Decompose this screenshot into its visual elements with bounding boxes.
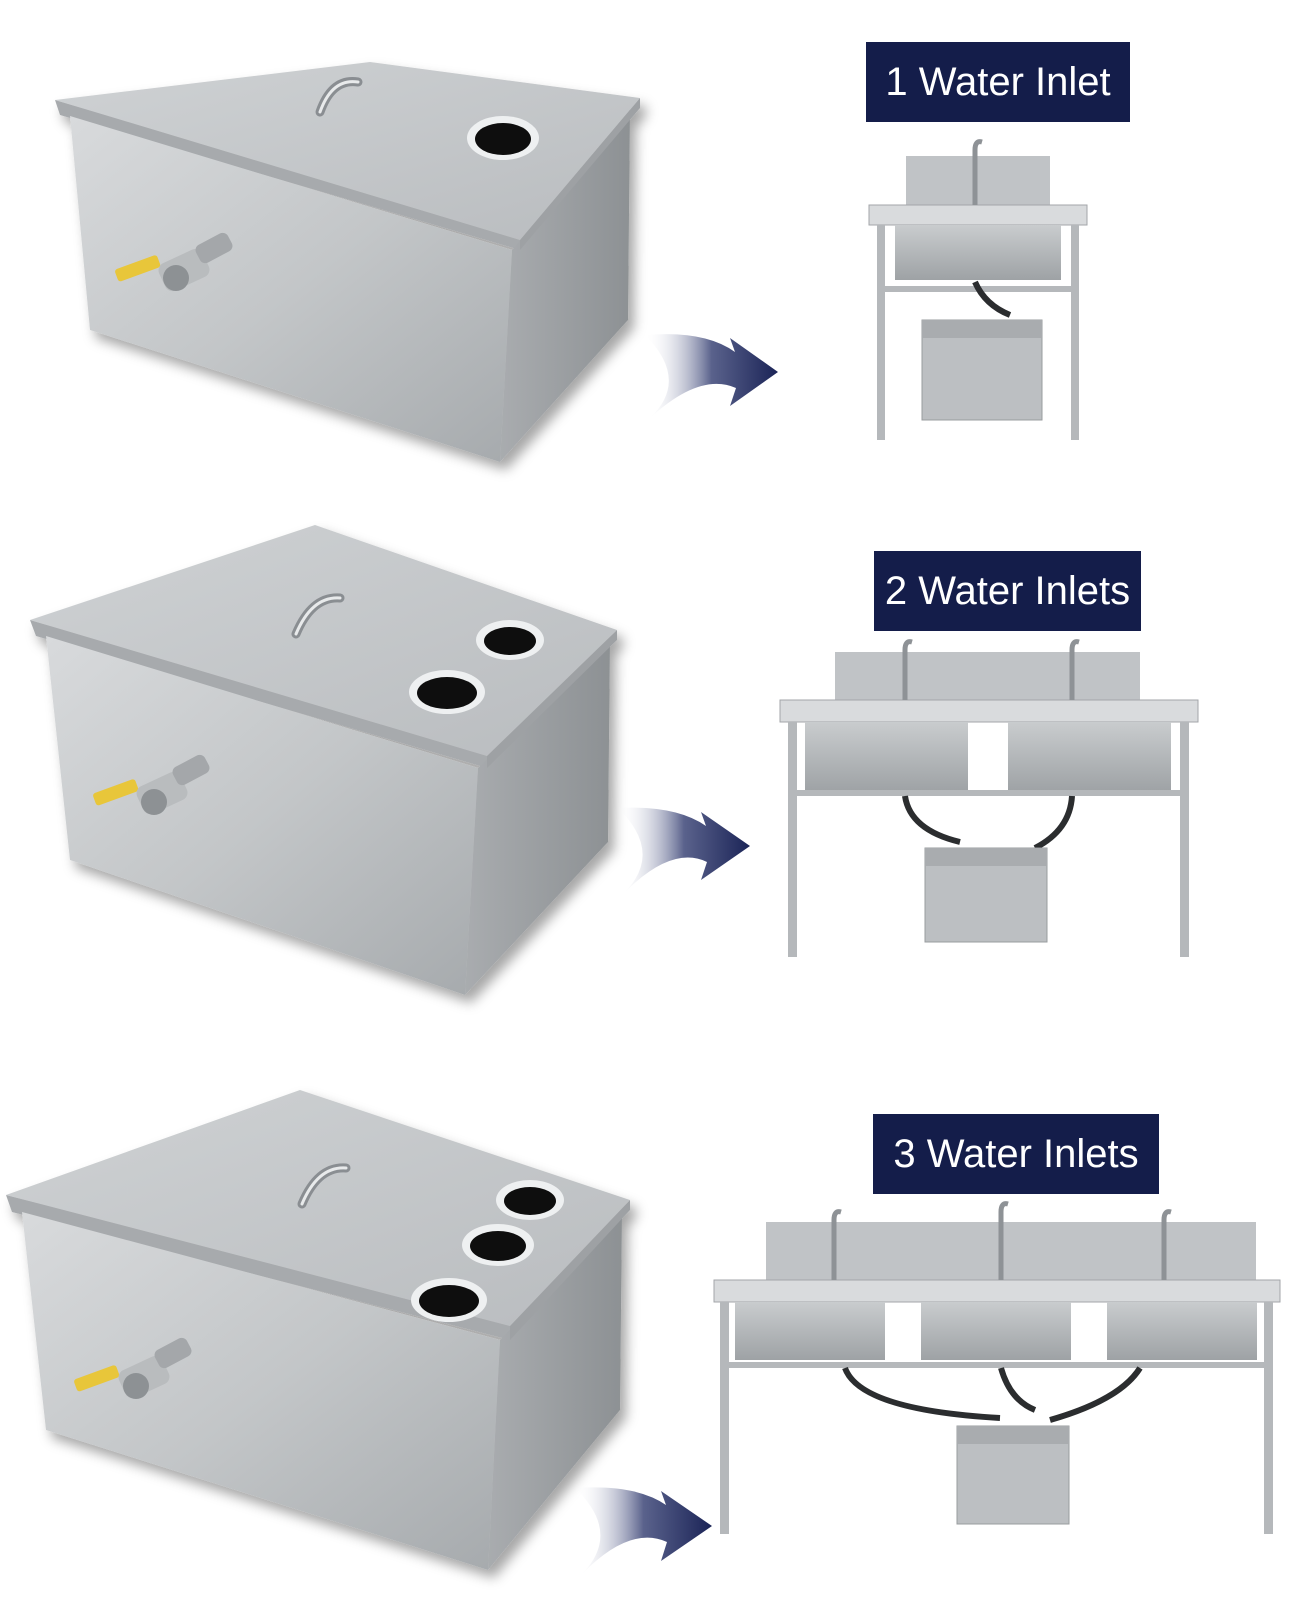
inlet-hole-icon [409, 670, 485, 714]
inlet-hole-icon [462, 1224, 534, 1266]
grease-trap-tank-1 [55, 62, 640, 462]
grease-trap-tank-3 [6, 1090, 630, 1570]
inlet-hole-icon [476, 620, 544, 660]
inlet-hole-icon [467, 116, 539, 160]
inlet-count-label: 1 Water Inlet [866, 42, 1130, 122]
lid-handle-icon [297, 1163, 351, 1209]
drain-valve-icon [74, 1337, 192, 1399]
drain-valve-icon [115, 232, 233, 292]
inlet-count-label: 2 Water Inlets [874, 551, 1141, 631]
grease-trap-tank-2 [30, 525, 617, 995]
inlet-hole-icon [496, 1180, 564, 1220]
inlet-count-label: 3 Water Inlets [873, 1114, 1159, 1194]
drain-valve-icon [93, 754, 210, 815]
arrow-right-icon [575, 1487, 712, 1574]
lid-handle-icon [291, 593, 345, 639]
double-sink-station [779, 639, 1199, 957]
triple-sink-station [713, 1201, 1281, 1534]
arrow-right-icon [618, 807, 750, 893]
arrow-right-icon [645, 334, 778, 418]
single-sink-station [868, 139, 1088, 440]
lid-handle-icon [315, 77, 363, 117]
inlet-hole-icon [411, 1278, 487, 1322]
